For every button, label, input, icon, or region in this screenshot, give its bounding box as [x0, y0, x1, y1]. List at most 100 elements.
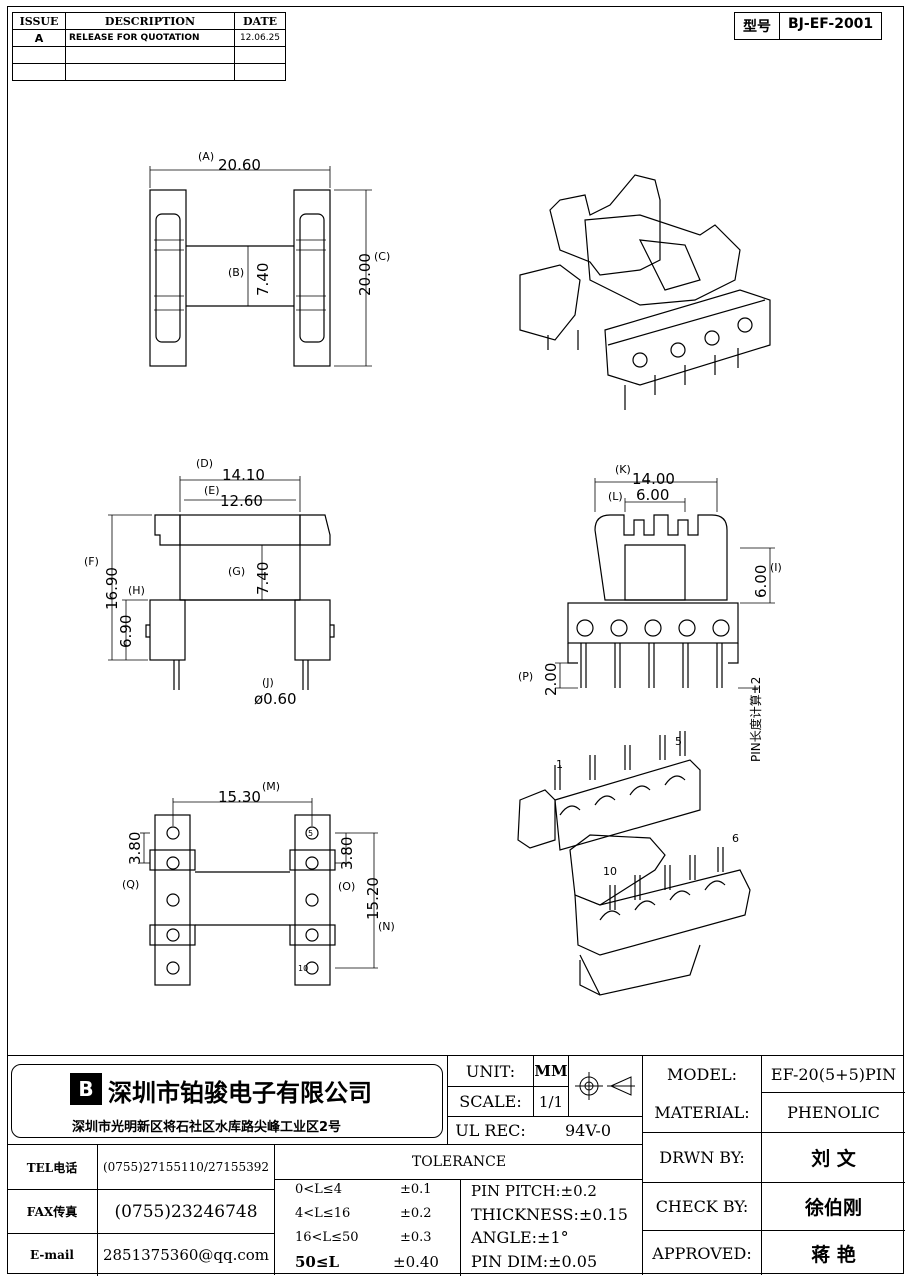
scale-label: SCALE: [448, 1086, 533, 1116]
dim-i-label: (I) [770, 561, 782, 574]
dim-f-value: 16.90 [103, 567, 121, 610]
tolerance-table: 0<L≤4 ±0.1 4<L≤16 ±0.2 16<L≤50 ±0.3 50≤L… [275, 1179, 460, 1276]
dim-p-value: 2.00 [542, 663, 560, 696]
part-number-value: BJ-EF-2001 [788, 16, 874, 32]
front-view [555, 478, 775, 689]
iso-pin-10: 10 [603, 865, 617, 878]
scale-value: 1/1 [533, 1086, 568, 1116]
dim-a-label: (A) [198, 150, 214, 163]
dim-o-value: 3.80 [338, 837, 356, 870]
email-label: E-mail [7, 1233, 97, 1276]
dim-q-label: (Q) [122, 878, 139, 891]
tolerance-value: ±0.3 [400, 1230, 432, 1245]
unit-block: UNIT: MM SCALE: 1/1 UL REC: 94V-0 [447, 1056, 643, 1144]
tolerance-range: 4<L≤16 [295, 1206, 351, 1221]
drawn-value: 刘 文 [761, 1132, 905, 1182]
date-header: DATE [234, 12, 286, 30]
drawing-frame [7, 6, 904, 1274]
contact-block: TEL电话 (0755)27155110/27155392 FAX传真 (075… [7, 1144, 274, 1276]
ul-label: UL REC: [448, 1116, 533, 1144]
tolerance-value: ±0.1 [400, 1182, 432, 1197]
description-header: DESCRIPTION [65, 12, 235, 30]
tel-label: TEL电话 [26, 1160, 78, 1175]
iso-pin-1: 1 [556, 758, 563, 771]
dim-l-label: (L) [608, 490, 623, 503]
unit-label: UNIT: [465, 1061, 516, 1081]
dim-n-value: 15.20 [364, 877, 382, 920]
fax-label: FAX传真 [7, 1189, 97, 1233]
pin-pitch: PIN PITCH:±0.2 [471, 1182, 597, 1200]
tolerance-value: ±0.40 [393, 1253, 439, 1271]
dim-b-value: 7.40 [254, 263, 272, 296]
side-view [108, 476, 335, 690]
dim-n-label: (N) [378, 920, 395, 933]
company-logo-icon: B [70, 1073, 102, 1105]
bottom-pin-10: 10 [298, 964, 308, 973]
dim-c-value: 20.00 [356, 253, 374, 296]
tolerance-range: 50≤L [295, 1253, 339, 1271]
fax-value: (0755)23246748 [97, 1189, 274, 1233]
dim-j-label: (J) [262, 676, 274, 689]
dim-p-label: (P) [518, 670, 533, 683]
dim-e-value: 12.60 [220, 492, 263, 510]
projection-symbol-icon [568, 1056, 643, 1116]
approved-label: APPROVED: [643, 1230, 761, 1275]
dim-c-label: (C) [374, 250, 390, 263]
angle: ANGLE:±1° [471, 1228, 569, 1247]
email-value: 2851375360@qq.com [97, 1233, 274, 1276]
pin-length-note: PIN长度计算±2 [748, 677, 763, 762]
tolerance-block: TOLERANCE 0<L≤4 ±0.1 4<L≤16 ±0.2 16<L≤50… [274, 1144, 643, 1276]
approved-value: 蒋 艳 [761, 1230, 905, 1275]
part-number-label: 型号 [735, 13, 780, 39]
thickness: THICKNESS:±0.15 [471, 1205, 628, 1224]
dim-l-value: 6.00 [636, 486, 669, 504]
part-number-box: 型号 BJ-EF-2001 [734, 12, 883, 40]
dim-m-value: 15.30 [218, 788, 261, 806]
dim-q-value: 3.80 [126, 832, 144, 865]
material-label: MATERIAL: [654, 1102, 750, 1122]
table-row [12, 63, 286, 81]
top-view [149, 166, 372, 367]
unit-value: MM [533, 1056, 568, 1086]
dim-o-label: (O) [338, 880, 355, 893]
company-name: 深圳市铂骏电子有限公司 [108, 1079, 372, 1107]
dim-g-value: 7.40 [254, 562, 272, 595]
dim-i-value: 6.00 [752, 565, 770, 598]
tolerance-range: 16<L≤50 [295, 1230, 359, 1245]
dim-d-label: (D) [196, 457, 213, 470]
material-value: PHENOLIC [761, 1092, 905, 1132]
model-value: EF-20(5+5)PIN [761, 1056, 905, 1092]
dim-h-value: 6.90 [117, 615, 135, 648]
title-block: B 深圳市铂骏电子有限公司 深圳市光明新区将石社区水库路尖峰工业区2号 UNIT… [7, 1055, 905, 1276]
iso-pin-5: 5 [675, 735, 682, 748]
pin-dim: PIN DIM:±0.05 [471, 1252, 598, 1271]
iso-pin-6: 6 [732, 832, 739, 845]
company-box: B 深圳市铂骏电子有限公司 深圳市光明新区将石社区水库路尖峰工业区2号 [11, 1064, 443, 1138]
dim-g-label: (G) [228, 565, 245, 578]
dim-a-value: 20.60 [218, 156, 261, 174]
dim-f-label: (F) [84, 555, 99, 568]
check-label: CHECK BY: [643, 1182, 761, 1230]
ul-value: 94V-0 [533, 1116, 643, 1144]
date-cell [234, 63, 286, 81]
dim-h-label: (H) [128, 584, 145, 597]
dim-b-label: (B) [228, 266, 244, 279]
drawn-label: DRWN BY: [643, 1132, 761, 1182]
tolerance-value: ±0.2 [400, 1206, 432, 1221]
dim-k-value: 14.00 [632, 470, 675, 488]
bottom-pin-5: 5 [308, 829, 313, 838]
dim-d-value: 14.10 [222, 466, 265, 484]
tolerance-title: TOLERANCE [411, 1154, 507, 1170]
dim-j-value: ø0.60 [254, 690, 297, 708]
drawing-area: (A) 20.60 (B) 7.40 (C) 20.00 (D) 14.10 (… [84, 150, 782, 996]
revision-table: ISSUE DESCRIPTION DATE A RELEASE FOR QUO… [12, 12, 286, 81]
company-address: 深圳市光明新区将石社区水库路尖峰工业区2号 [72, 1120, 342, 1135]
model-label: MODEL: [666, 1064, 738, 1084]
iso-view-bottom [517, 731, 751, 996]
dim-m-label: (M) [262, 780, 280, 793]
dim-e-label: (E) [204, 484, 220, 497]
tel-value: (0755)27155110/27155392 [97, 1145, 274, 1189]
bottom-view [140, 798, 378, 986]
tolerance-range: 0<L≤4 [295, 1182, 342, 1197]
iso-view-top [519, 174, 771, 410]
